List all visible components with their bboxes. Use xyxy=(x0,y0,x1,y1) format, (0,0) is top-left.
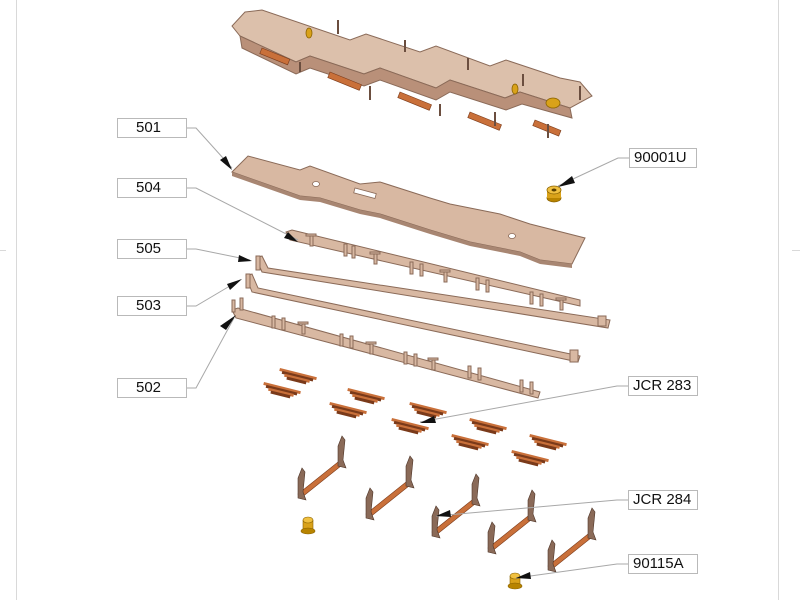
label-502: 502 xyxy=(117,378,187,398)
arrow-90001u xyxy=(558,176,575,187)
label-90115a: 90115A xyxy=(628,554,698,574)
part-503-rail xyxy=(245,273,581,363)
label-503: 503 xyxy=(117,296,187,316)
leaf-spring xyxy=(529,434,567,451)
leader-jcr284 xyxy=(435,499,628,517)
leaf-spring xyxy=(279,367,317,385)
deck-plate-holes xyxy=(312,181,516,239)
loose-brass-bearing xyxy=(300,516,316,535)
deck-plate-top xyxy=(231,155,586,265)
label-jcr-284: JCR 284 xyxy=(628,490,698,510)
part-501-deck-plate xyxy=(231,155,586,268)
arrow-90115a xyxy=(516,572,531,579)
leader-505 xyxy=(186,248,251,261)
right-midline-tick xyxy=(792,250,800,251)
arrow-jcr283 xyxy=(420,416,436,423)
part-90001u-brass-bush xyxy=(546,185,562,203)
left-midline-tick xyxy=(0,250,6,251)
leader-501 xyxy=(186,127,233,169)
leaf-spring xyxy=(347,388,385,405)
assembled-chassis-brass-parts xyxy=(305,27,561,109)
axle-guard xyxy=(487,489,537,555)
leaf-spring xyxy=(511,449,549,467)
axle-guard xyxy=(297,435,347,501)
arrow-503 xyxy=(227,279,242,290)
leader-lines xyxy=(186,127,629,579)
leader-90115a xyxy=(515,563,628,579)
leader-503 xyxy=(186,279,241,307)
axle-guard xyxy=(431,473,481,539)
assembled-chassis-side xyxy=(239,35,573,119)
label-90001u: 90001U xyxy=(629,148,697,168)
jcr-284-axle-guards xyxy=(297,435,597,573)
jcr-283-leaf-springs xyxy=(263,367,567,467)
arrow-jcr284 xyxy=(436,510,451,517)
assembled-chassis xyxy=(231,9,593,138)
leaf-spring xyxy=(451,434,489,451)
leader-jcr283 xyxy=(419,385,628,423)
arrow-505 xyxy=(238,255,252,262)
label-501: 501 xyxy=(117,118,187,138)
assembled-chassis-posts xyxy=(299,20,581,138)
leader-504 xyxy=(186,187,299,241)
side-frame-502-posts xyxy=(231,297,534,395)
callout-arrows xyxy=(220,156,575,579)
top-border-tick xyxy=(16,0,17,600)
leaf-spring xyxy=(409,402,447,419)
side-frame-502-rail xyxy=(231,307,541,399)
leaf-spring xyxy=(263,382,301,399)
leaf-spring xyxy=(391,418,429,435)
axle-guard xyxy=(547,507,597,573)
arrow-501 xyxy=(220,156,232,170)
label-504: 504 xyxy=(117,178,187,198)
arrow-502 xyxy=(220,315,236,330)
arrow-504 xyxy=(284,232,298,242)
part-502-side-frame xyxy=(231,297,541,399)
leader-90001u xyxy=(557,157,629,187)
right-border-tick xyxy=(778,0,779,600)
leaf-spring xyxy=(329,402,367,419)
label-505: 505 xyxy=(117,239,187,259)
axle-guard xyxy=(365,455,415,521)
side-frame-504-posts xyxy=(305,233,567,311)
label-jcr-283: JCR 283 xyxy=(628,376,698,396)
part-90115a-brass-bearing xyxy=(507,572,523,590)
leader-502 xyxy=(186,317,235,389)
assembled-chassis-springs xyxy=(259,47,562,137)
part-505-rail xyxy=(255,255,611,329)
leaf-spring xyxy=(469,418,507,435)
